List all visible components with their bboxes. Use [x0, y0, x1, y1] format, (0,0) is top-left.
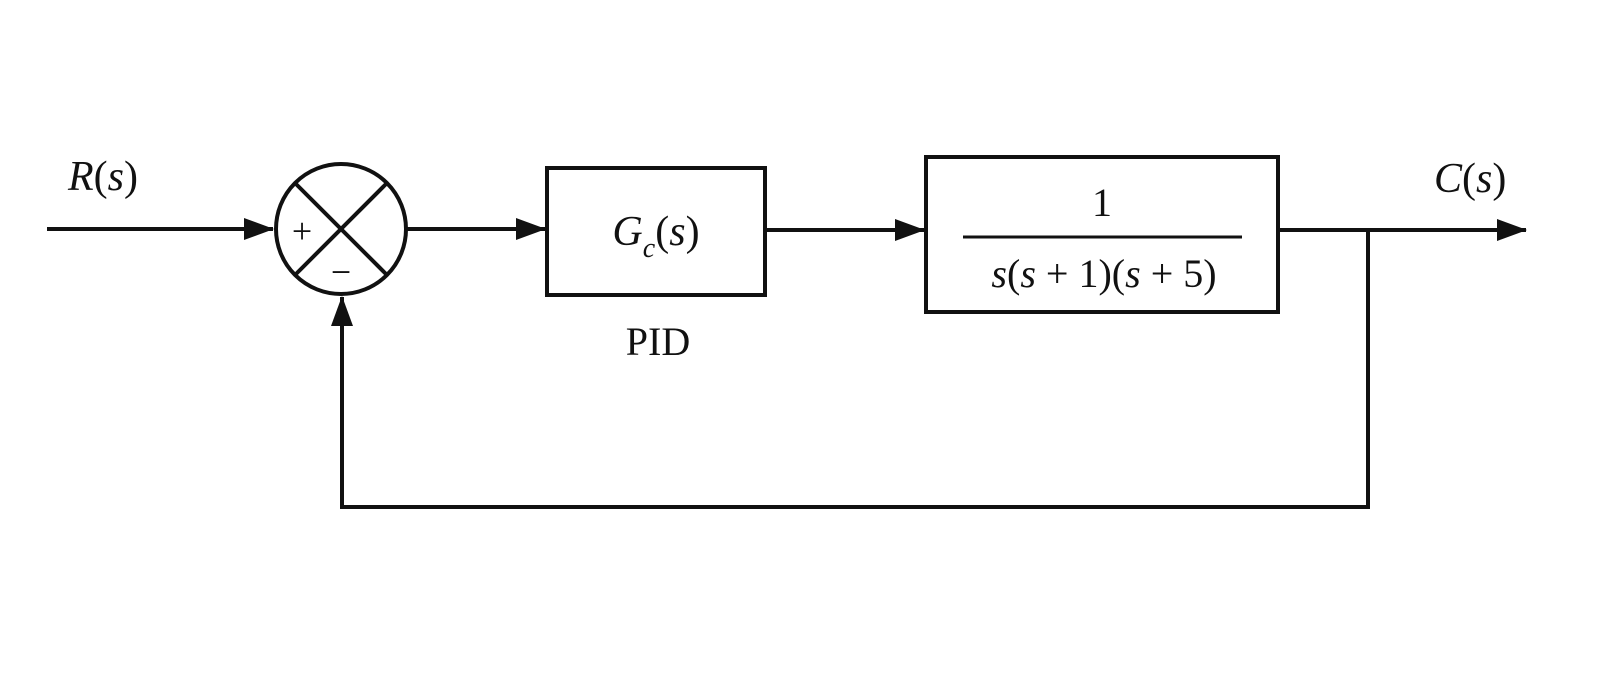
controller-transfer-function: Gc(s) — [612, 209, 699, 264]
input-label: R(s) — [67, 154, 138, 200]
plant-block — [924, 155, 1280, 314]
output-label: C(s) — [1434, 156, 1506, 202]
feedback-path — [331, 230, 1370, 509]
minus-sign: − — [331, 252, 351, 292]
controller-block — [545, 166, 767, 297]
plant-denominator: s(s + 1)(s + 5) — [991, 251, 1216, 296]
plant-numerator: 1 — [1092, 180, 1112, 225]
plus-sign: + — [292, 211, 312, 251]
controller-caption: PID — [626, 319, 690, 364]
